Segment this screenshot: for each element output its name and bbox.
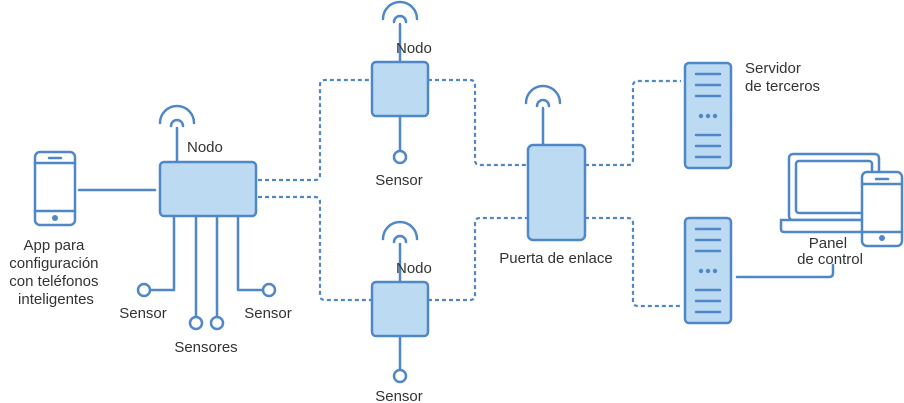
node-label: Nodo [187,139,223,156]
top-node [370,0,430,165]
gateway [524,84,587,242]
bottom-node [370,220,430,384]
sensor-icon [188,315,204,331]
sensor-icon [261,282,277,298]
smartphone-icon [33,150,77,227]
wifi-icon [158,104,196,128]
server-label: Servidor de terceros [745,60,820,95]
dashboard-label: Panel de control [797,235,863,268]
server-icon [683,216,733,325]
sensor-label: Sensor [375,388,423,403]
wifi-icon [381,220,419,244]
dashboard-link [735,263,835,279]
sensors-label: Sensores [174,339,237,356]
sensor-icon [136,282,152,298]
app-label: App para configuración con teléfonos int… [9,237,102,308]
wifi-icon [381,0,419,24]
sensor-icon [392,149,408,165]
sensor-icon [392,368,408,384]
node-label: Nodo [396,40,432,57]
main-node [136,104,277,331]
sensor-icon [209,315,225,331]
smartphone-icon [860,170,904,248]
sensor-label: Sensor [244,305,292,322]
sensor-label: Sensor [119,305,167,322]
server-icon [683,61,733,170]
sensor-label: Sensor [375,172,423,189]
wireless-links [258,78,681,308]
gateway-label: Puerta de enlace [499,250,612,267]
node-label: Nodo [396,260,432,277]
laptop-icon [779,152,881,234]
wifi-icon [524,84,562,108]
